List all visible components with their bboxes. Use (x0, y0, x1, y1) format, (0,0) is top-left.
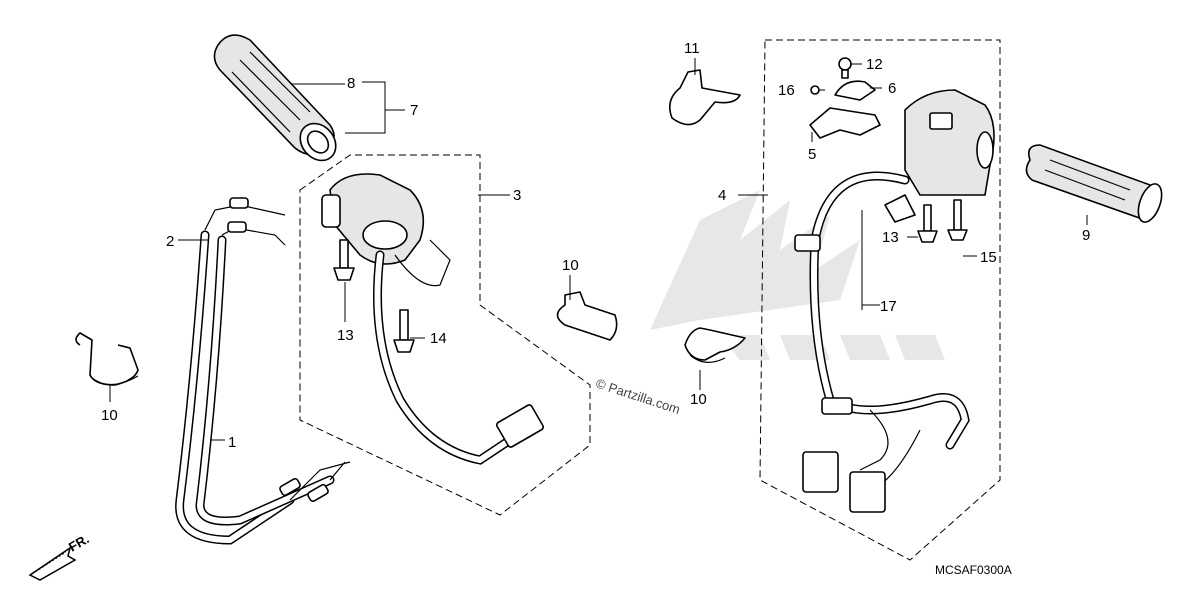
callout-1: 1 (228, 434, 236, 451)
diagram-code: MCSAF0300A (935, 563, 1012, 577)
clip-10-middle (556, 291, 618, 341)
callout-10-right: 10 (690, 391, 707, 408)
screw-13-right (917, 204, 938, 243)
left-grip-assembly (213, 34, 337, 162)
callout-9: 9 (1082, 227, 1090, 244)
screw-16 (810, 85, 820, 95)
group-outline-left-switch (299, 154, 591, 516)
clip-10-right (684, 327, 746, 363)
clip-10-left (75, 332, 139, 386)
callout-17: 17 (880, 298, 897, 315)
callout-2: 2 (166, 233, 174, 250)
screw-15 (947, 199, 968, 241)
callout-5: 5 (808, 146, 816, 163)
bracket-5 (809, 107, 881, 139)
callout-13-right: 13 (882, 229, 899, 246)
callout-12: 12 (866, 56, 883, 73)
clip-11 (669, 69, 741, 126)
callout-13-left: 13 (337, 327, 354, 344)
callout-15: 15 (980, 249, 997, 266)
callout-8: 8 (347, 75, 355, 92)
right-handlebar-switch (794, 89, 995, 513)
callout-10-middle: 10 (562, 257, 579, 274)
leader-lines (109, 58, 1088, 441)
watermark-text: © Partzilla.com (594, 376, 682, 417)
left-handlebar-switch (321, 173, 545, 465)
holder-6 (834, 80, 876, 101)
screw-13-left (333, 239, 355, 281)
callout-14: 14 (430, 330, 447, 347)
callout-6: 6 (888, 80, 896, 97)
front-arrow-icon (28, 546, 77, 581)
group-outline-right-switch (759, 39, 1001, 561)
callout-16: 16 (778, 82, 795, 99)
callout-10-left: 10 (101, 407, 118, 424)
right-grip (1025, 144, 1163, 223)
screw-12 (838, 57, 852, 79)
callout-7: 7 (410, 102, 418, 119)
callout-3: 3 (513, 187, 521, 204)
throttle-cables (175, 197, 351, 545)
callout-11: 11 (684, 40, 700, 57)
callout-4: 4 (718, 187, 726, 204)
screw-14 (393, 309, 415, 353)
